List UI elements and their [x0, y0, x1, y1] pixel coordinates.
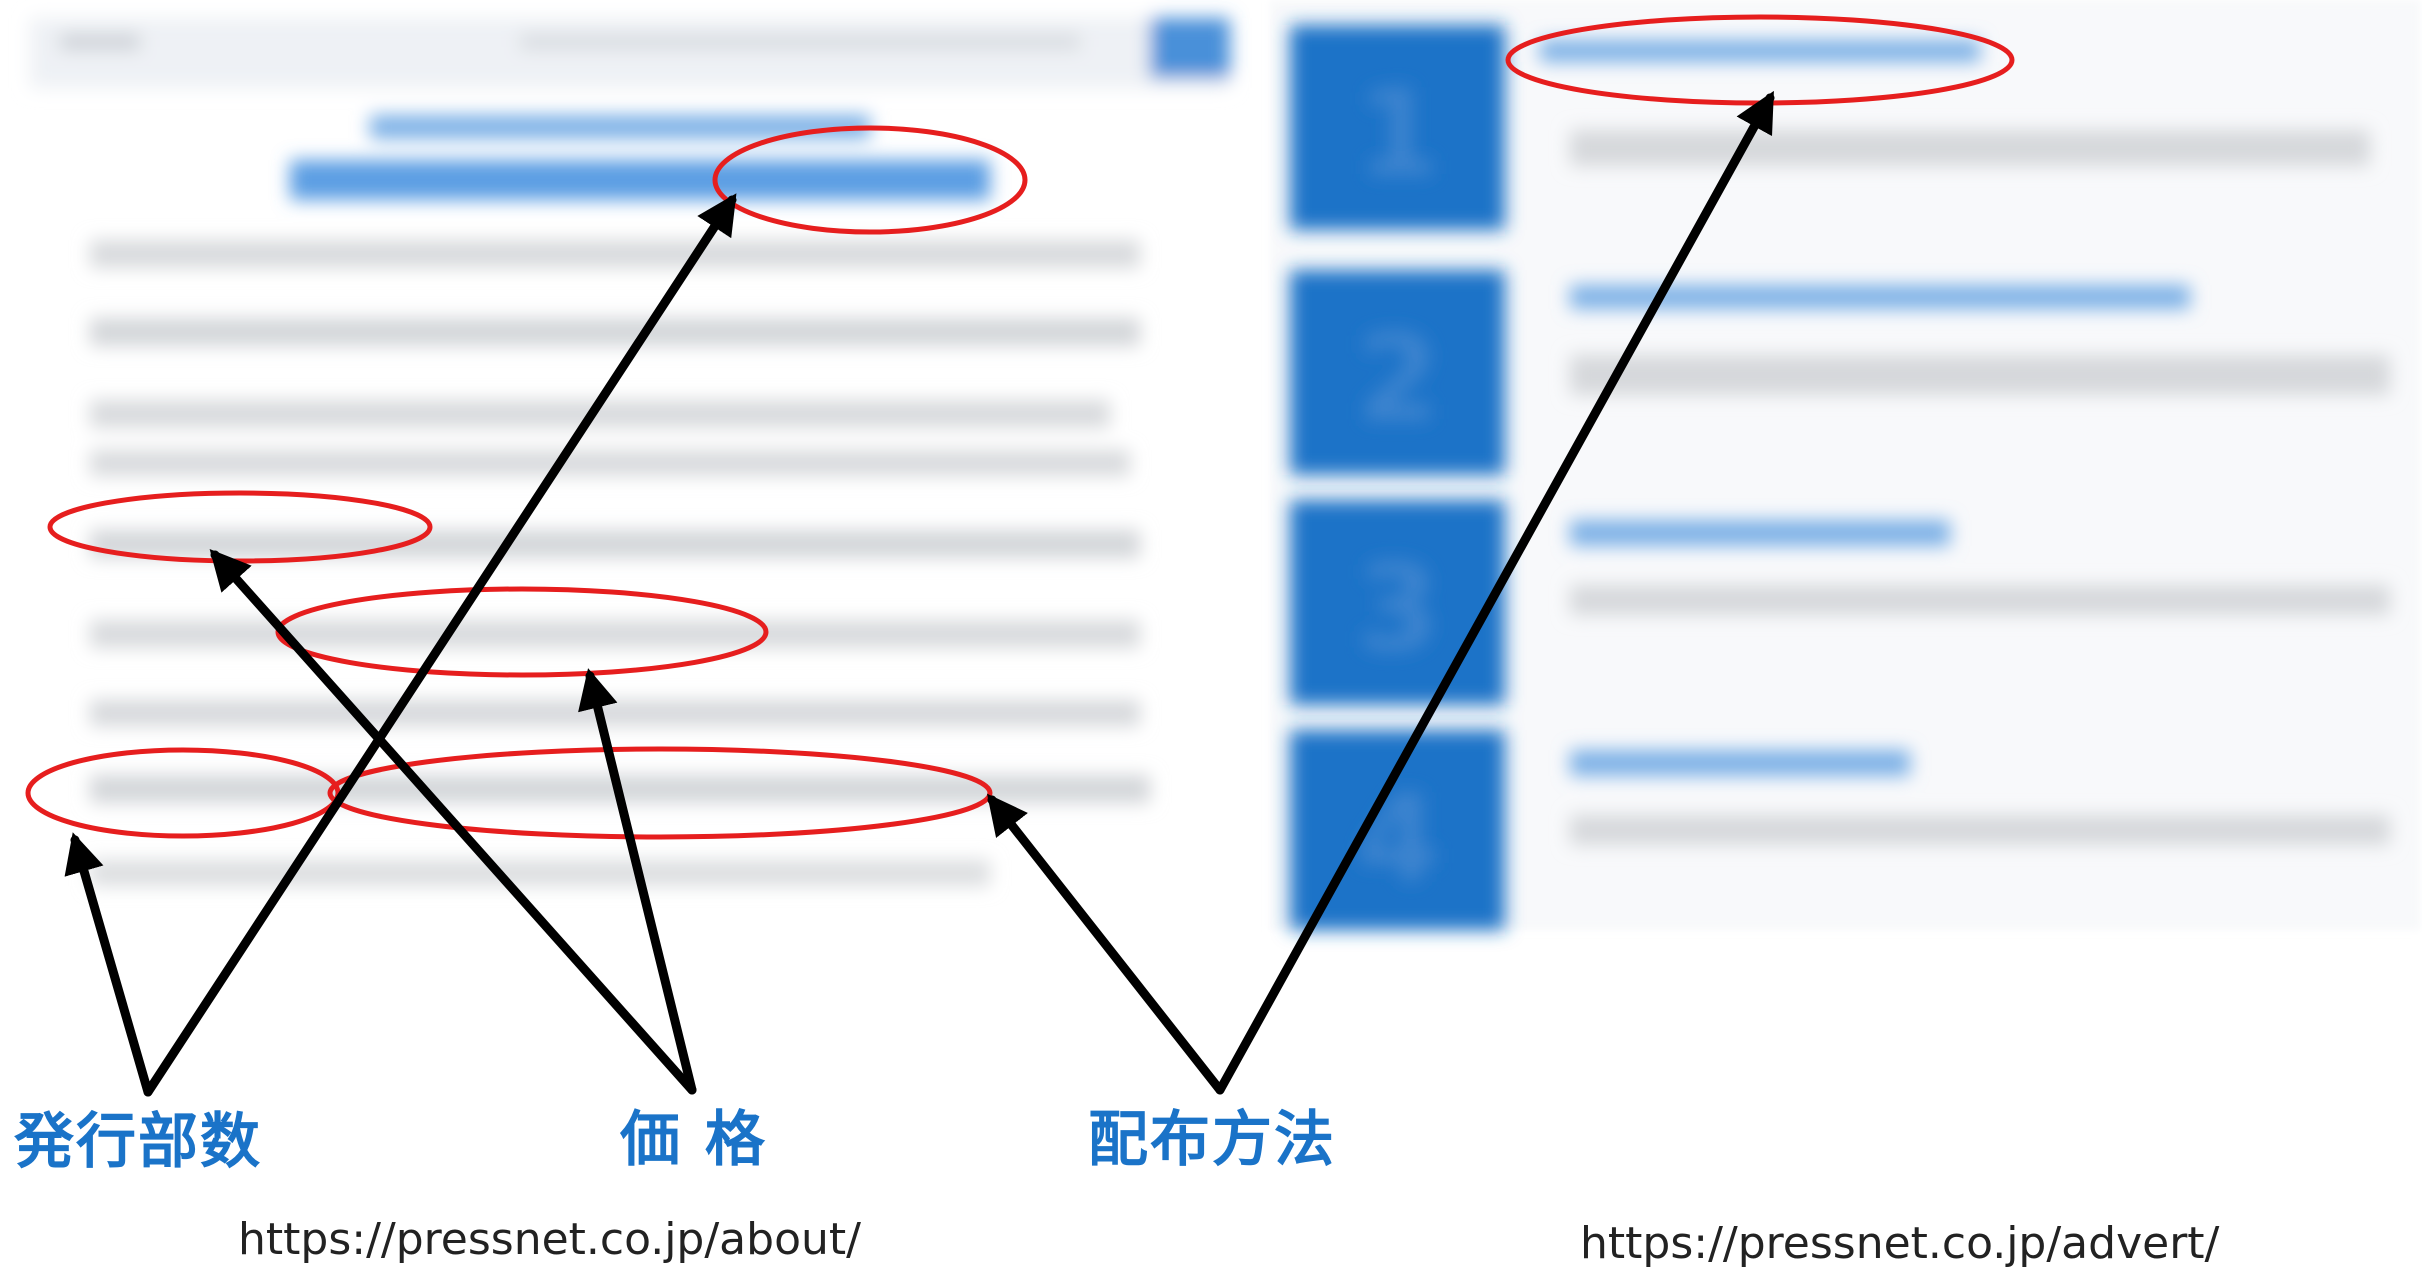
step-number-4: 4 [1356, 770, 1440, 909]
step-number-3: 3 [1356, 540, 1440, 679]
arrow-price-to-upper [209, 548, 697, 1095]
label-distribution: 配布方法 [1088, 1105, 1336, 1175]
arrow-price-to-mid [578, 668, 697, 1095]
arrow-circulation-to-title [143, 193, 737, 1097]
arrow-distribution-to-advert [1215, 90, 1775, 1095]
label-price: 価 格 [620, 1105, 767, 1175]
highlight-ellipse-distribution-left [327, 746, 993, 840]
url-about: https://pressnet.co.jp/about/ [238, 1214, 861, 1265]
url-advert: https://pressnet.co.jp/advert/ [1580, 1218, 2220, 1269]
advert-page-screenshot: 1 2 3 4 [1270, 0, 2420, 930]
highlight-ellipse-circulation-bottom [25, 747, 341, 839]
arrow-distribution-to-left [986, 793, 1225, 1095]
about-page-screenshot [30, 18, 1230, 908]
step-number-2: 2 [1356, 310, 1440, 449]
highlight-ellipse-about-title [712, 125, 1028, 235]
arrow-group [64, 90, 1775, 1097]
arrow-circulation-to-left [64, 832, 153, 1097]
label-circulation: 発行部数 [14, 1107, 262, 1177]
step-number-1: 1 [1356, 65, 1440, 204]
